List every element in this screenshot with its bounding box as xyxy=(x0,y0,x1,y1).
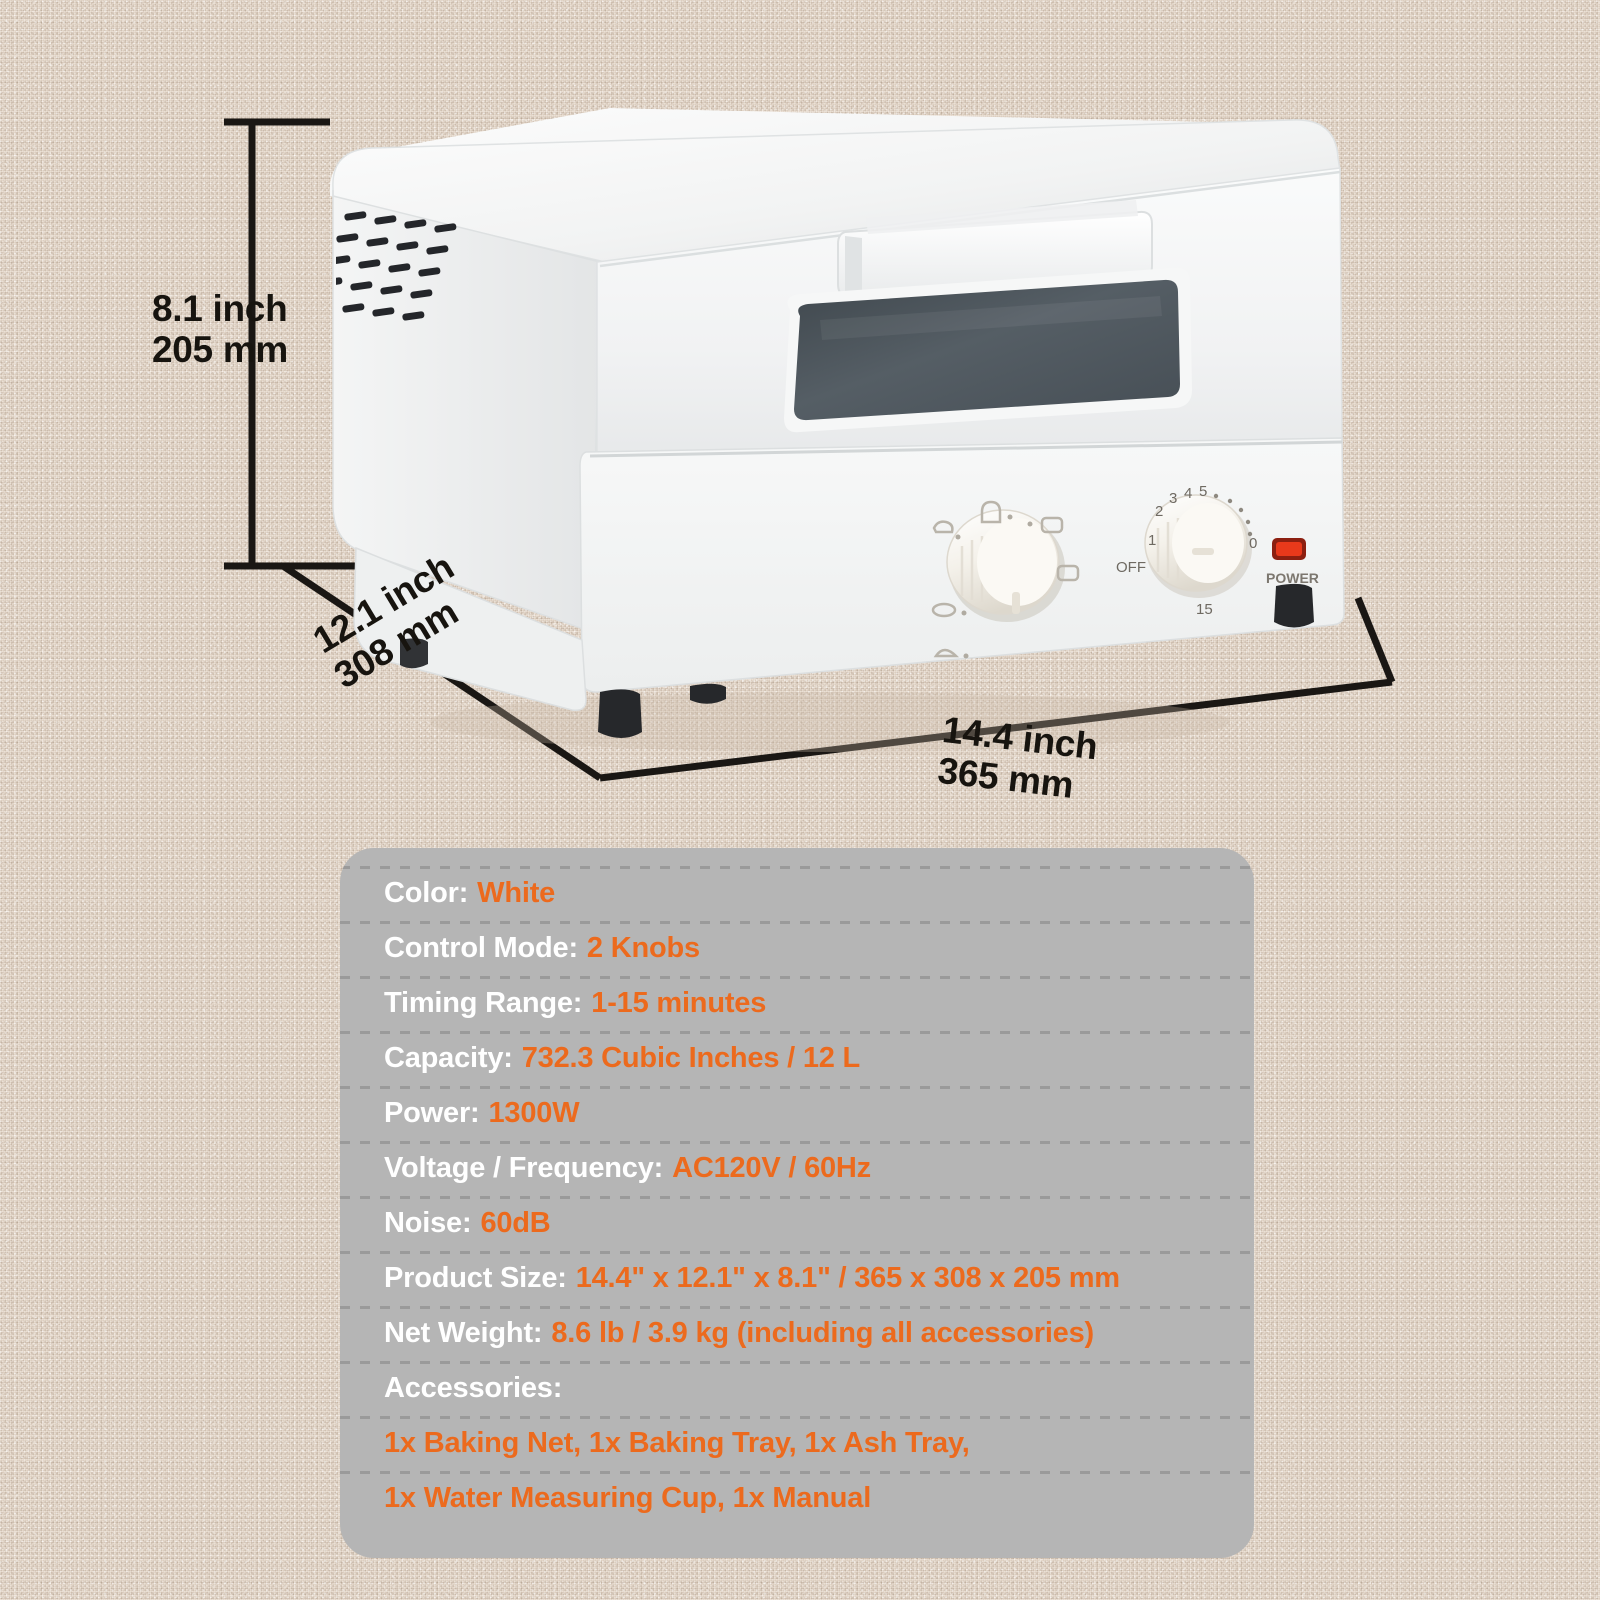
spec-label: Color: xyxy=(384,877,469,909)
timer-mark-15: 15 xyxy=(1196,601,1213,618)
spec-value: 1300W xyxy=(488,1097,580,1129)
oven-top-face-main xyxy=(332,119,1341,263)
timer-mark-3: 3 xyxy=(1169,490,1177,507)
toast-icon xyxy=(980,500,1002,524)
height-metric: 205 mm xyxy=(152,329,289,371)
foot-front-right xyxy=(1274,583,1314,628)
spec-row: Color:White xyxy=(340,866,1254,921)
pizza-icon xyxy=(932,520,954,534)
power-indicator-label: POWER xyxy=(1266,570,1319,586)
oven-left-side-face xyxy=(332,190,601,634)
height-dimension-label: 8.1 inch 205 mm xyxy=(152,288,288,371)
spec-row: Capacity:732.3 Cubic Inches / 12 L xyxy=(340,1031,1254,1086)
spec-row: Control Mode:2 Knobs xyxy=(340,921,1254,976)
spec-label: Voltage / Frequency: xyxy=(384,1152,664,1184)
spec-value: 2 Knobs xyxy=(586,932,700,964)
viewing-window xyxy=(784,267,1192,433)
product-illustration: OFF 1 2 3 4 5 0 15 POWER xyxy=(224,108,1396,782)
spec-value: 732.3 Cubic Inches / 12 L xyxy=(521,1042,861,1074)
height-imperial: 8.1 inch xyxy=(152,288,288,329)
timer-mark-1: 1 xyxy=(1148,532,1156,549)
spec-value: White xyxy=(477,877,556,909)
timer-mark-4: 4 xyxy=(1184,485,1192,502)
spec-label: Timing Range: xyxy=(384,987,583,1019)
timer-knob[interactable] xyxy=(1144,494,1252,598)
function-mode-icons xyxy=(931,500,1080,659)
width-right-cap xyxy=(1354,596,1396,684)
spec-label: Power: xyxy=(384,1097,480,1129)
timer-scale: OFF 1 2 3 4 5 0 15 xyxy=(1116,483,1257,618)
spec-value: 8.6 lb / 3.9 kg (including all accessori… xyxy=(551,1317,1094,1349)
width-dimension-line xyxy=(599,678,1393,782)
foot-mid xyxy=(690,683,726,704)
rubber-feet xyxy=(400,583,1314,738)
power-indicator: POWER xyxy=(1266,538,1319,586)
broil-icon xyxy=(1056,564,1080,582)
spec-label: Control Mode: xyxy=(384,932,578,964)
spec-value: AC120V / 60Hz xyxy=(672,1152,871,1184)
timer-mark-0: 0 xyxy=(1249,535,1257,552)
spec-row: Product Size:14.4" x 12.1" x 8.1" / 365 … xyxy=(340,1251,1254,1306)
timer-knob-pointer xyxy=(1192,548,1214,555)
oven-lower-left-face xyxy=(353,546,587,712)
foot-rear-left xyxy=(400,638,428,669)
defrost-icon xyxy=(933,648,960,658)
spec-row: Net Weight:8.6 lb / 3.9 kg (including al… xyxy=(340,1306,1254,1361)
timer-mark-5: 5 xyxy=(1199,483,1207,500)
spec-row: Timing Range:1-15 minutes xyxy=(340,976,1254,1031)
spec-row: Accessories: xyxy=(340,1361,1254,1416)
spec-label: Product Size: xyxy=(384,1262,567,1294)
spec-label: Accessories: xyxy=(384,1372,563,1404)
spec-label: Noise: xyxy=(384,1207,472,1239)
bake-icon xyxy=(1040,516,1064,534)
foot-front-left xyxy=(598,689,642,738)
width-dimension-label: 14.4 inch 365 mm xyxy=(936,709,1100,809)
function-knob-pointer xyxy=(1012,592,1020,614)
reheat-icon xyxy=(931,602,957,618)
spec-row: 1x Water Measuring Cup, 1x Manual xyxy=(340,1471,1254,1526)
spec-row: Noise:60dB xyxy=(340,1196,1254,1251)
spec-row: Power:1300W xyxy=(340,1086,1254,1141)
spec-value: 1-15 minutes xyxy=(591,987,767,1019)
spec-value: 1x Water Measuring Cup, 1x Manual xyxy=(384,1482,872,1514)
spec-value: 1x Baking Net, 1x Baking Tray, 1x Ash Tr… xyxy=(384,1427,970,1459)
door-panel-seam xyxy=(589,440,1343,458)
vent-grille xyxy=(336,211,457,321)
spec-value: 14.4" x 12.1" x 8.1" / 365 x 308 x 205 m… xyxy=(575,1262,1120,1294)
function-knob[interactable] xyxy=(946,509,1065,622)
spec-label: Capacity: xyxy=(384,1042,513,1074)
timer-mark-off: OFF xyxy=(1116,559,1146,576)
spec-label: Net Weight: xyxy=(384,1317,543,1349)
spec-row: 1x Baking Net, 1x Baking Tray, 1x Ash Tr… xyxy=(340,1416,1254,1471)
spec-value: 60dB xyxy=(480,1207,551,1239)
timer-mark-2: 2 xyxy=(1155,503,1163,520)
spec-row: Voltage / Frequency:AC120V / 60Hz xyxy=(340,1141,1254,1196)
